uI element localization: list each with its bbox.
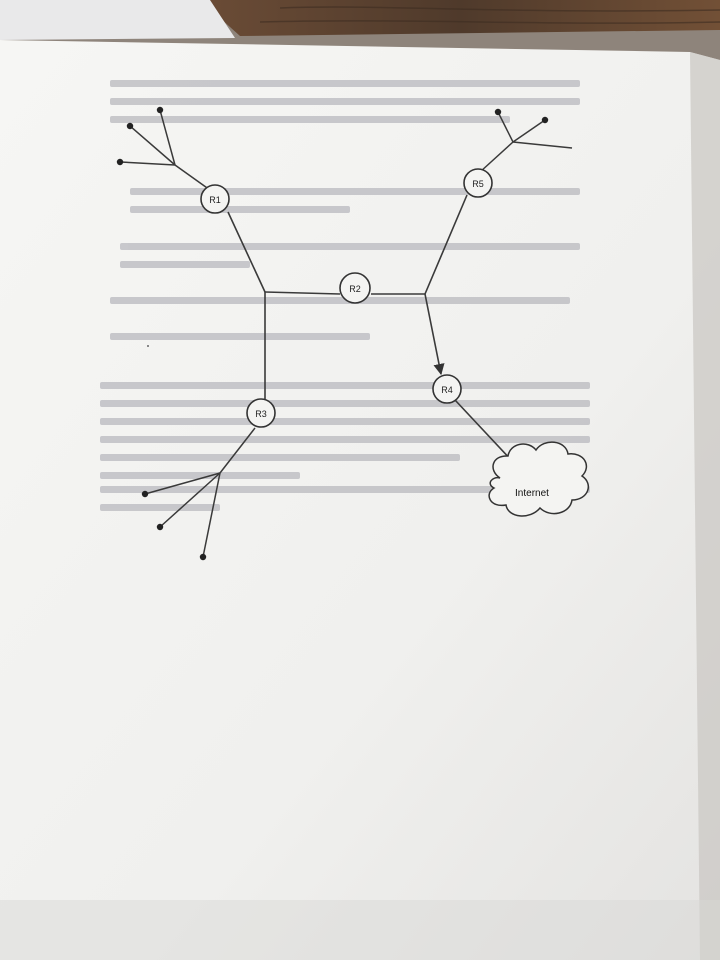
host-dot [116, 158, 124, 166]
host-dot [141, 490, 149, 498]
router-circle [339, 272, 371, 304]
router-circle [246, 398, 276, 428]
router-label: R3 [255, 409, 267, 419]
router-label: R4 [441, 385, 453, 395]
host-dot [156, 523, 164, 531]
r3-host-branches [144, 427, 256, 558]
link-right-junction-to-r4 [424, 293, 445, 376]
router-label: R1 [209, 195, 221, 205]
internet-cloud: Internet [488, 441, 590, 517]
paper-bottom-shadow [0, 900, 720, 960]
r1-host-branches [119, 109, 211, 191]
router-circle [200, 184, 230, 214]
r5-host-dots [494, 108, 549, 124]
host-dot [156, 106, 164, 114]
host-dot [126, 122, 134, 130]
cloud-label: Internet [515, 488, 549, 499]
paper-right-edge-shadow [690, 52, 720, 960]
router-r1: R1 [200, 184, 230, 214]
paper-sheet [0, 40, 720, 960]
host-dot [199, 553, 207, 561]
router-r3: R3 [246, 398, 276, 428]
wood-grain [259, 6, 720, 24]
r1-host-dots [116, 106, 164, 166]
host-dot [494, 108, 502, 116]
router-r2: R2 [339, 272, 371, 304]
pen-mark [147, 345, 149, 347]
r5-host-branches [479, 111, 573, 173]
network-links [227, 194, 529, 479]
router-r4: R4 [432, 374, 462, 404]
router-label: R2 [349, 284, 361, 294]
router-circle [432, 374, 462, 404]
router-r5: R5 [463, 168, 493, 198]
router-circle [463, 168, 493, 198]
router-label: R5 [472, 179, 484, 189]
wooden-desk [200, 0, 720, 36]
r3-host-dots [141, 490, 207, 561]
cloud-shape [488, 441, 590, 517]
underlying-sheet [0, 0, 235, 40]
link-right-junction-to-r5 [424, 194, 468, 295]
link-junction-to-r2-left [264, 291, 341, 295]
link-r1-to-junction [227, 211, 266, 293]
host-dot [541, 116, 549, 124]
